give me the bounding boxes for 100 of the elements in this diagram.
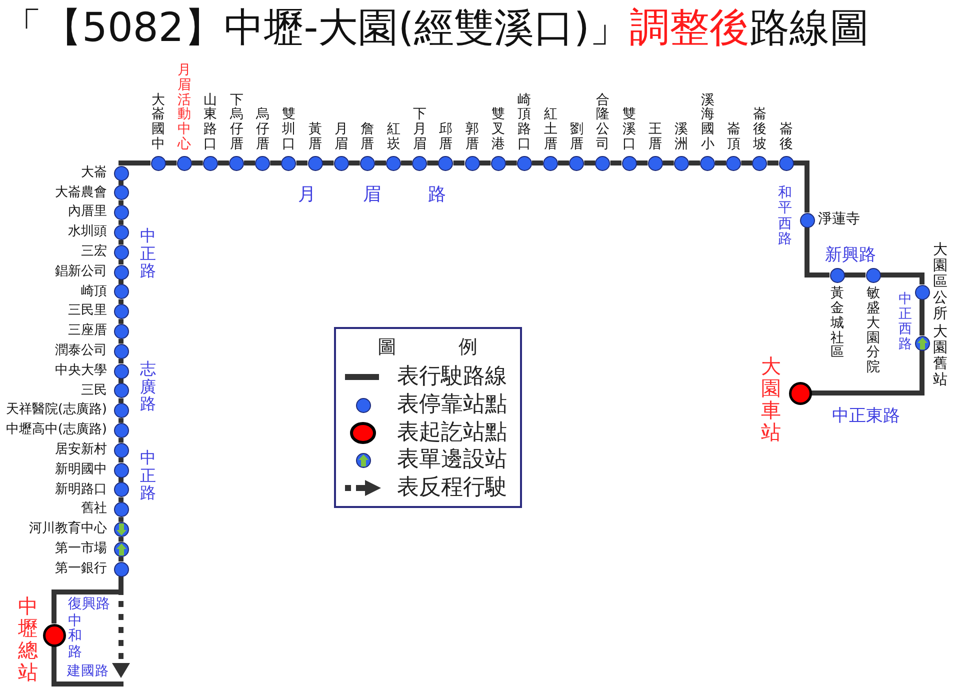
stop-dot-icon: [914, 284, 930, 300]
terminal-dot-icon: [788, 382, 812, 404]
stop-name: 紅土厝: [544, 107, 558, 152]
title: 「【5082】中壢-大園(經雙溪口)」調整後路線圖: [2, 6, 870, 50]
stop-dot-icon: [114, 482, 128, 498]
route-line: [192, 160, 203, 166]
stop-dot-icon: [543, 156, 558, 170]
stop-name: 月眉: [334, 122, 348, 152]
route-line: [453, 160, 464, 166]
stop-dot-icon: [648, 156, 663, 170]
stop-name: 敏盛大園分院: [866, 286, 880, 376]
stop-dot-icon: [114, 403, 128, 418]
arrow-dot-icon: [914, 336, 930, 350]
stop-dot-icon: [114, 166, 128, 180]
stop-dot-icon: [114, 284, 128, 300]
route-line: [688, 160, 700, 166]
route-line: [610, 160, 622, 166]
stop-name: 三民: [81, 384, 107, 398]
stop-name: 新明國中: [55, 462, 107, 478]
stop-name: 第一銀行: [55, 562, 107, 576]
stop-dot-icon: [569, 156, 584, 170]
route-line: [118, 299, 124, 304]
stop-dot-icon: [412, 156, 428, 170]
stop-dot-icon: [464, 156, 480, 170]
stop-name: 錩新公司: [55, 264, 107, 280]
route-line: [662, 160, 674, 166]
stop-dot-icon: [281, 156, 296, 170]
route-line: [427, 160, 438, 166]
route-line: [118, 418, 124, 423]
stop-name: 雙叉港: [491, 107, 505, 152]
route-line: [118, 200, 124, 206]
stop-dot-icon: [700, 156, 715, 170]
stop-name: 王厝: [648, 122, 662, 152]
route-line: [506, 160, 517, 166]
stop-name: 內厝里: [68, 205, 107, 220]
stop-name: 山東路口: [204, 92, 218, 152]
route-line: [558, 160, 570, 166]
stop-name: 居安新村: [55, 443, 107, 458]
arrow-dot-icon: [114, 522, 128, 537]
stop-dot-icon: [255, 156, 270, 170]
stop-dot-icon: [114, 344, 128, 359]
terminal-name: 中壢總站: [18, 595, 38, 683]
route-line: [296, 160, 308, 166]
stop-name: 舊社: [81, 502, 107, 517]
route-line: [118, 438, 124, 443]
route-line: [636, 160, 648, 166]
route-line: [118, 458, 124, 462]
stop-dot-icon: [114, 364, 128, 378]
stop-dot-icon: [360, 156, 375, 170]
stop-dot-icon: [114, 502, 128, 518]
route-line: [118, 576, 124, 594]
stop-name: 黃金城社區: [830, 286, 844, 360]
stop-dot-icon: [114, 224, 128, 240]
stop-name: 郭厝: [465, 122, 479, 152]
route-line: [584, 160, 596, 166]
stop-dot-icon: [114, 442, 128, 458]
stop-dot-icon: [830, 268, 844, 282]
road-name: 建國路: [67, 664, 109, 679]
terminal-name: 大園車站: [761, 355, 781, 443]
route-line: [166, 160, 177, 166]
route-line: [118, 398, 124, 404]
stop-dot-icon: [726, 156, 742, 170]
stop-name: 下烏仔厝: [230, 92, 244, 152]
route-line: [322, 160, 334, 166]
legend-text: 表起訖站點: [397, 420, 507, 446]
legend-text: 表單邊設站: [397, 448, 507, 472]
route-line: [118, 358, 124, 364]
stop-name: 黃厝: [308, 122, 322, 152]
route-line: [118, 497, 124, 502]
stop-name: 劉厝: [570, 122, 584, 152]
route-line: [118, 338, 124, 344]
stop-name: 合隆公司: [596, 92, 610, 152]
route-line: [118, 220, 124, 225]
legend-title: 圖例: [378, 337, 478, 358]
stop-name: 崎頂路口: [518, 92, 532, 152]
stop-name: 三民里: [68, 304, 107, 319]
route-line: [920, 300, 924, 336]
route-line: [218, 160, 229, 166]
road-name: 和平西路: [778, 186, 792, 248]
stop-name: 雙圳口: [282, 107, 296, 152]
route-line: [794, 160, 810, 212]
route-line: [844, 272, 866, 278]
stop-dot-icon: [386, 156, 401, 170]
route-line: [52, 592, 130, 686]
stop-dot-icon: [176, 156, 192, 170]
stop-dot-icon: [778, 156, 794, 170]
stop-dot-icon: [308, 156, 322, 170]
stop-name: 淨蓮寺: [818, 212, 860, 228]
stop-dot-icon: [114, 185, 128, 200]
stop-name: 新明路口: [55, 482, 107, 497]
road-name: 復興路: [68, 597, 110, 612]
stop-dot-icon: [516, 156, 532, 170]
stop-dot-icon: [622, 156, 636, 170]
stop-name: 下月眉: [412, 107, 426, 152]
route-line: [741, 160, 752, 166]
route-line: [532, 160, 543, 166]
stop-dot-icon: [150, 156, 166, 170]
road-name: 中和路: [68, 614, 82, 660]
stop-name: 紅崁: [386, 122, 400, 152]
stop-dot-icon: [114, 205, 128, 220]
